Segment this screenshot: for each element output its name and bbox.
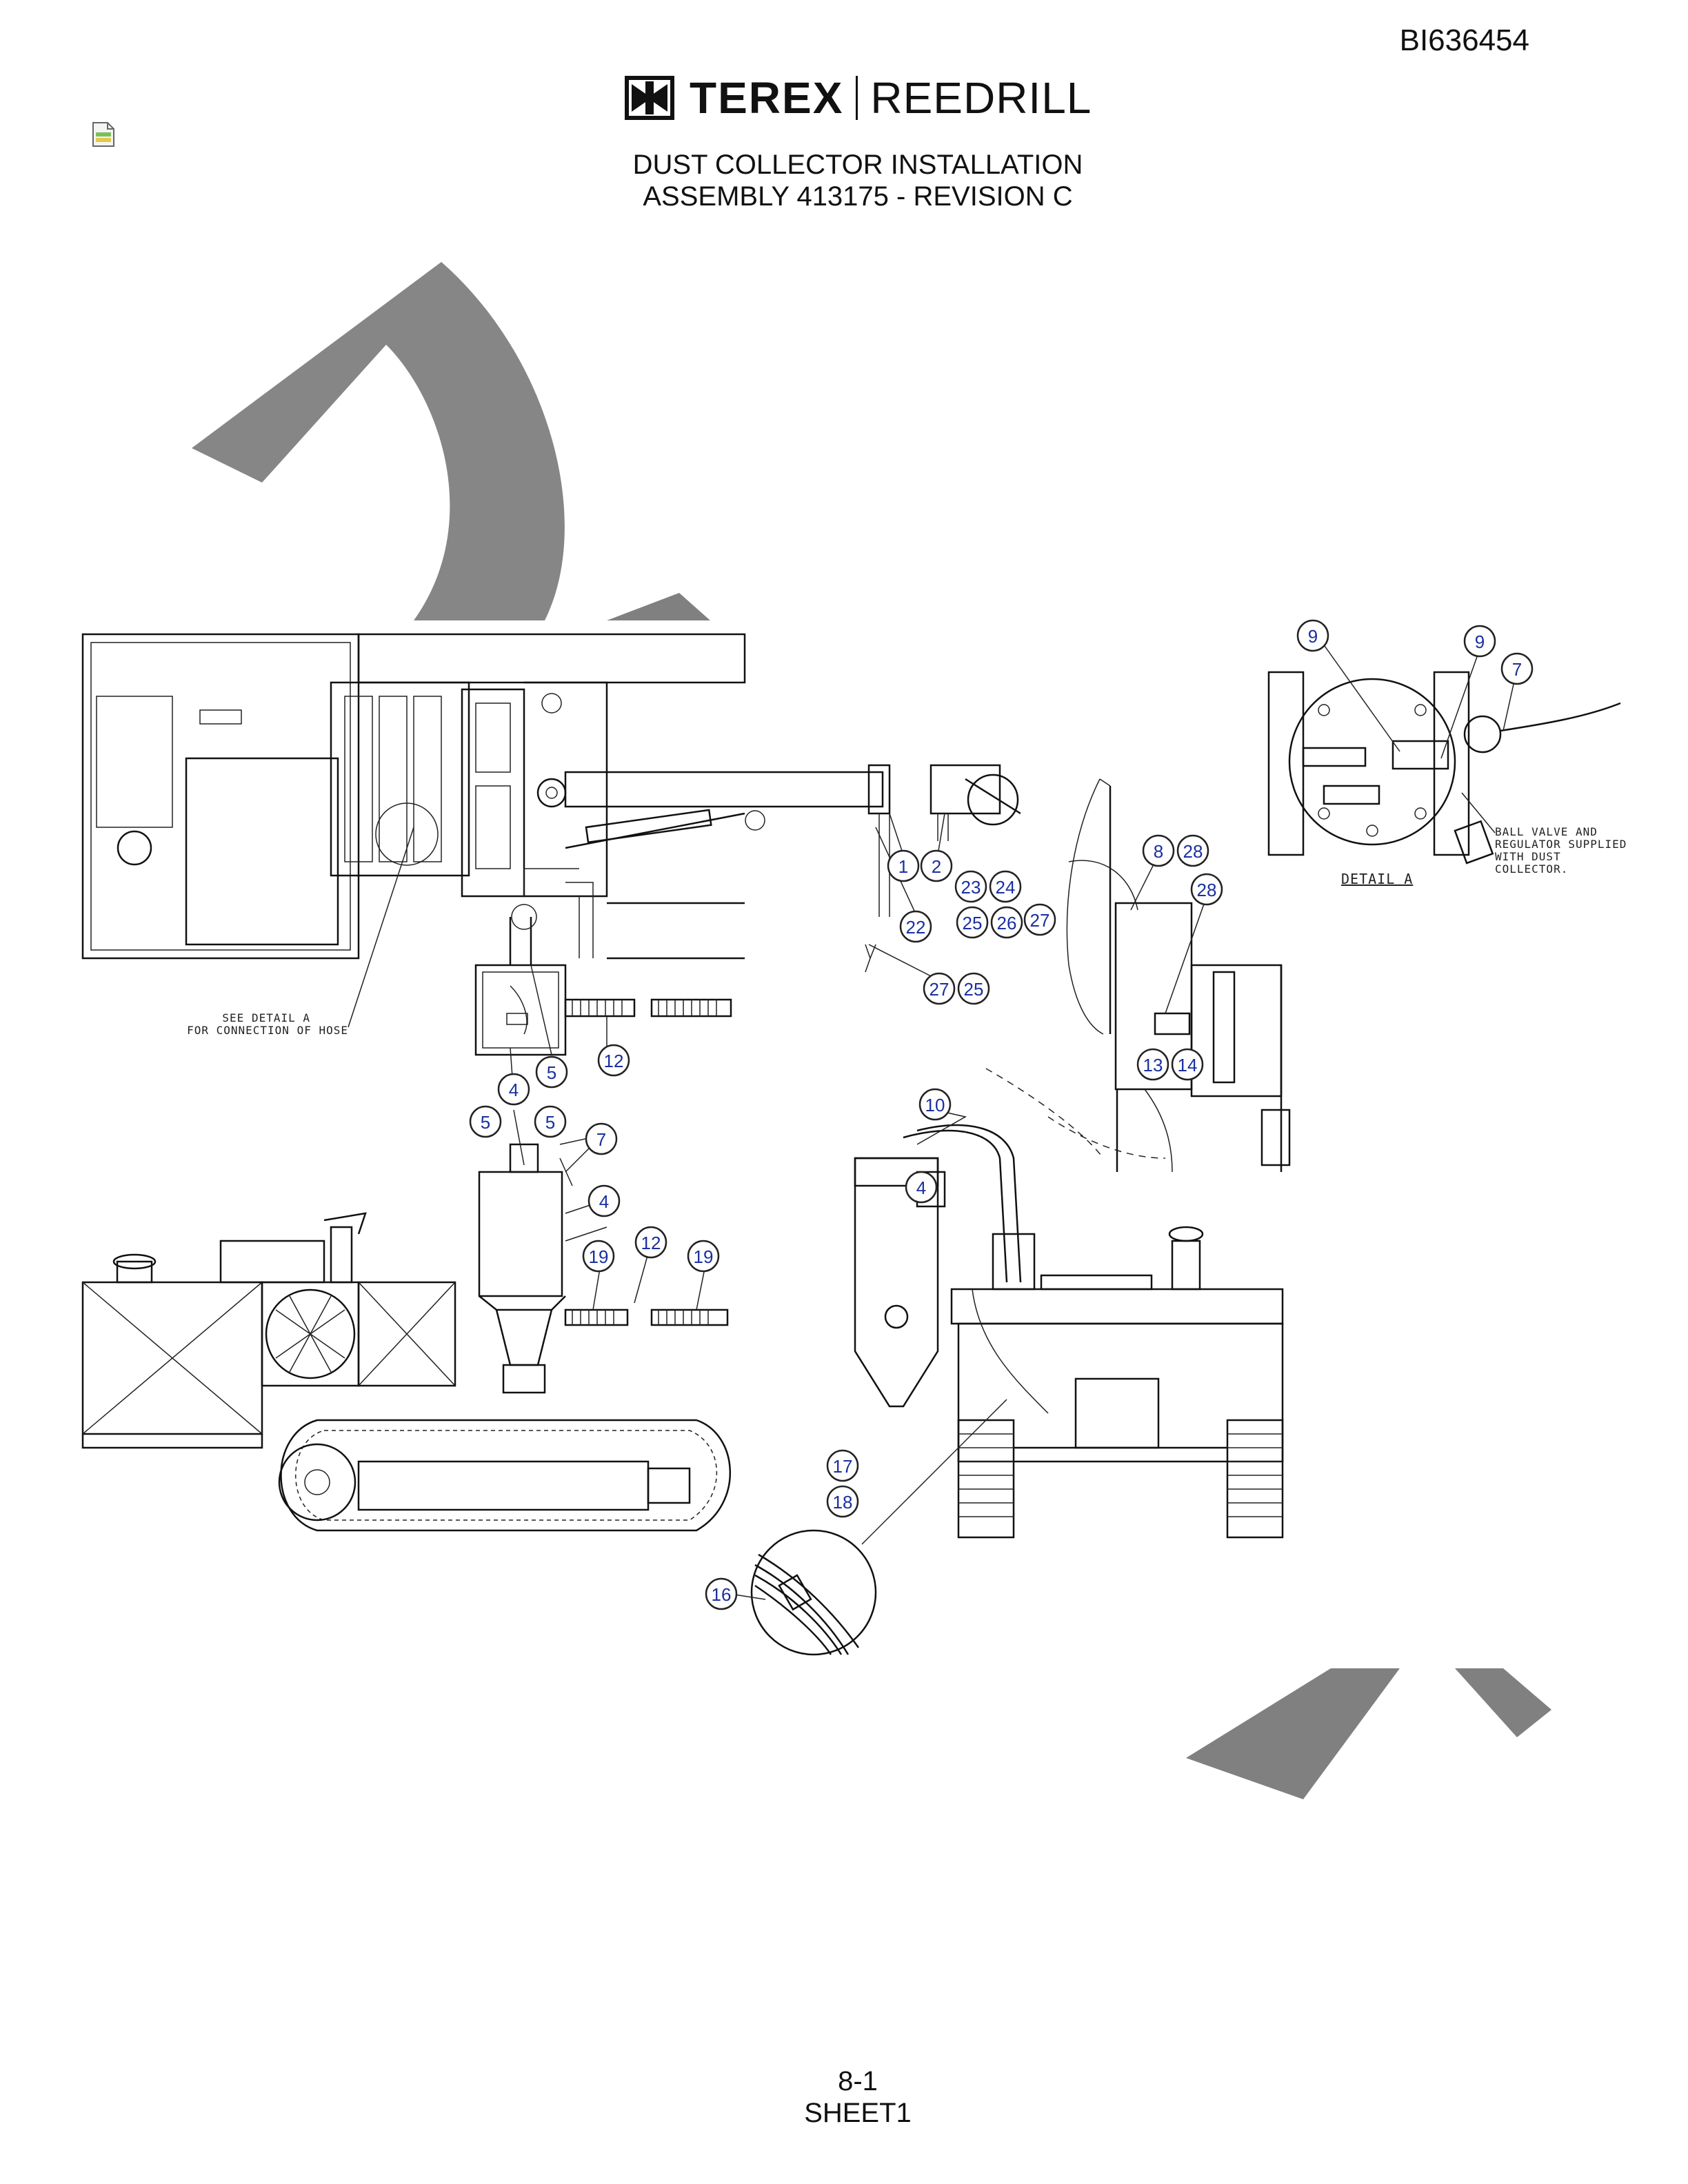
callout-label: 5 <box>545 1112 555 1133</box>
ball-valve-leader <box>1461 792 1496 833</box>
machine-rear-view <box>854 1068 1284 1539</box>
brand-secondary: REEDRILL <box>870 73 1092 123</box>
callout-13: 13 <box>1136 1048 1169 1081</box>
callout-19: 19 <box>582 1240 615 1273</box>
callout-label: 17 <box>833 1456 853 1477</box>
terex-logo-mark-icon <box>625 76 674 120</box>
detail-a-label: DETAIL A <box>1341 871 1413 887</box>
callout-label: 9 <box>1308 626 1318 647</box>
callout-label: 12 <box>641 1233 661 1253</box>
machine-side-view <box>81 1143 731 1532</box>
callout-7: 7 <box>585 1122 618 1155</box>
see-detail-note-line-1: SEE DETAIL A <box>222 1011 310 1024</box>
callout-25: 25 <box>957 972 990 1005</box>
callout-label: 1 <box>898 856 908 877</box>
document-id: BI636454 <box>1399 23 1529 57</box>
watermark <box>192 262 1551 1799</box>
callout-label: 23 <box>961 877 981 898</box>
callout-label: 18 <box>833 1492 853 1513</box>
callout-label: 27 <box>930 979 950 1000</box>
callout-label: 4 <box>916 1177 926 1198</box>
callout-27: 27 <box>1023 903 1056 936</box>
callout-label: 28 <box>1183 841 1203 862</box>
detail-a-view <box>1267 671 1621 865</box>
callout-27: 27 <box>923 972 956 1005</box>
page-footer: 8-1 SHEET1 <box>0 2065 1688 2129</box>
ball-valve-note-line-1: BALL VALVE AND <box>1495 825 1598 838</box>
title-line-2: ASSEMBLY 413175 - REVISION C <box>643 181 1073 212</box>
callout-label: 9 <box>1475 631 1485 652</box>
callout-label: 13 <box>1143 1055 1163 1075</box>
callout-label: 4 <box>509 1080 519 1100</box>
callout-label: 7 <box>596 1129 606 1150</box>
callout-label: 25 <box>963 913 983 933</box>
callout-4: 4 <box>905 1171 938 1204</box>
callout-4: 4 <box>587 1184 621 1217</box>
callout-8: 8 <box>1142 834 1175 867</box>
callout-12: 12 <box>634 1226 667 1259</box>
callout-label: 16 <box>712 1584 732 1605</box>
callout-label: 4 <box>599 1191 609 1212</box>
callout-label: 5 <box>547 1062 556 1083</box>
callout-label: 19 <box>694 1246 714 1267</box>
callout-label: 5 <box>481 1112 490 1133</box>
callout-label: 2 <box>932 856 941 877</box>
callout-19: 19 <box>687 1240 720 1273</box>
callout-17: 17 <box>826 1449 859 1482</box>
page-number: 8-1 <box>838 2066 878 2096</box>
brand-primary: TEREX <box>690 73 844 123</box>
drawing-title: DUST COLLECTOR INSTALLATION ASSEMBLY 413… <box>0 149 1688 212</box>
callout-7: 7 <box>1500 652 1534 685</box>
callout-1: 1 <box>887 849 920 882</box>
sheet-label: SHEET1 <box>804 2098 912 2128</box>
callout-9: 9 <box>1296 619 1329 652</box>
callout-label: 19 <box>589 1246 609 1267</box>
callout-5: 5 <box>535 1055 568 1089</box>
hose-clamp-detail <box>750 1399 1007 1656</box>
brand-separator <box>856 76 858 120</box>
callout-5: 5 <box>534 1105 567 1138</box>
callout-label: 7 <box>1512 659 1522 680</box>
callout-28: 28 <box>1176 834 1209 867</box>
callout-12: 12 <box>597 1044 630 1077</box>
callout-label: 10 <box>925 1095 945 1115</box>
machine-top-view <box>81 633 1021 1056</box>
document-attachment-icon[interactable] <box>91 121 116 148</box>
callout-4: 4 <box>497 1073 530 1106</box>
callout-label: 25 <box>964 979 984 1000</box>
callout-label: 8 <box>1154 841 1163 862</box>
callout-label: 24 <box>996 877 1016 898</box>
callout-label: 28 <box>1197 880 1217 900</box>
callout-label: 22 <box>906 917 926 938</box>
callout-22: 22 <box>899 910 932 943</box>
see-detail-leader <box>348 827 414 1028</box>
callout-28: 28 <box>1190 873 1223 906</box>
callout-10: 10 <box>918 1088 952 1121</box>
callout-label: 14 <box>1178 1055 1198 1075</box>
callout-23: 23 <box>954 870 987 903</box>
callout-5: 5 <box>469 1105 502 1138</box>
callout-2: 2 <box>920 849 953 882</box>
callout-25: 25 <box>956 906 989 939</box>
callout-label: 26 <box>997 913 1017 933</box>
callout-26: 26 <box>990 906 1023 939</box>
mast-side-detail <box>1066 778 1291 1173</box>
callout-label: 27 <box>1030 910 1050 931</box>
callout-label: 12 <box>604 1051 624 1071</box>
ball-valve-note-line-2: REGULATOR SUPPLIED <box>1495 838 1627 851</box>
callout-9: 9 <box>1463 625 1496 658</box>
terex-reedrill-logo: TEREX REEDRILL <box>625 72 1092 124</box>
ball-valve-note-line-3: WITH DUST <box>1495 850 1561 863</box>
callout-14: 14 <box>1171 1048 1204 1081</box>
callout-24: 24 <box>989 870 1022 903</box>
callout-18: 18 <box>826 1485 859 1518</box>
see-detail-note-line-2: FOR CONNECTION OF HOSE <box>187 1024 348 1037</box>
callout-16: 16 <box>705 1577 738 1610</box>
ball-valve-note-line-4: COLLECTOR. <box>1495 862 1568 876</box>
title-line-1: DUST COLLECTOR INSTALLATION <box>632 150 1083 180</box>
